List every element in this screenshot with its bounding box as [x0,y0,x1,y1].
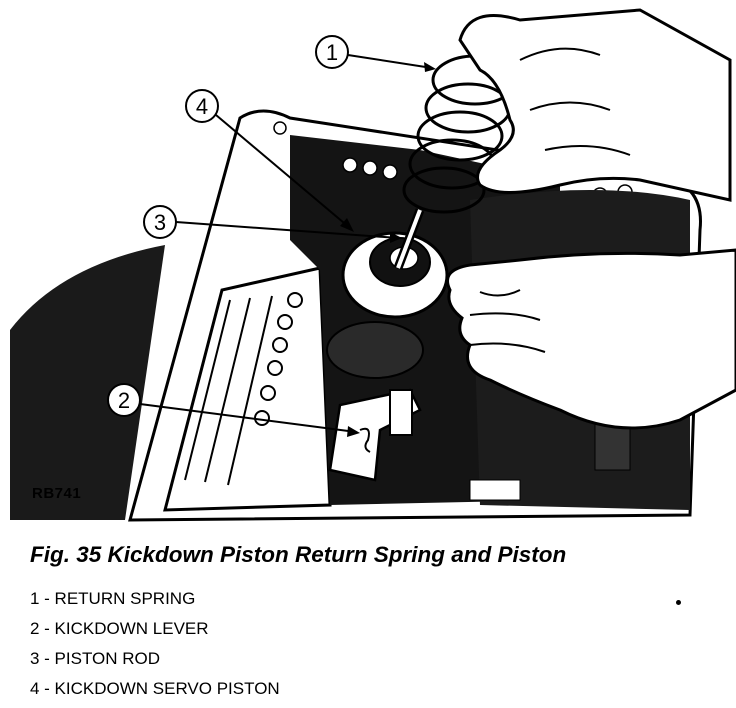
illustration-svg: 1 4 3 2 [0,0,736,530]
case-tab [470,480,520,500]
legend-item-return-spring: 1 - RETURN SPRING [30,588,280,618]
callout-3-number: 3 [154,210,166,235]
servo-bore [327,322,423,378]
print-speck [676,600,681,605]
callout-2-number: 2 [118,388,130,413]
figure-reference-code: RB741 [32,485,81,502]
callout-1-number: 1 [326,40,338,65]
legend-item-piston-rod: 3 - PISTON ROD [30,648,280,678]
callout-legend: 1 - RETURN SPRING 2 - KICKDOWN LEVER 3 -… [30,588,280,708]
figure-caption: Fig. 35 Kickdown Piston Return Spring an… [30,542,566,568]
legend-item-kickdown-lever: 2 - KICKDOWN LEVER [30,618,280,648]
lever-bracket [390,390,412,435]
transmission-illustration: 1 4 3 2 [0,0,736,530]
callout-1: 1 [316,36,436,72]
callout-4-number: 4 [196,94,208,119]
legend-item-kickdown-servo-piston: 4 - KICKDOWN SERVO PISTON [30,678,280,708]
